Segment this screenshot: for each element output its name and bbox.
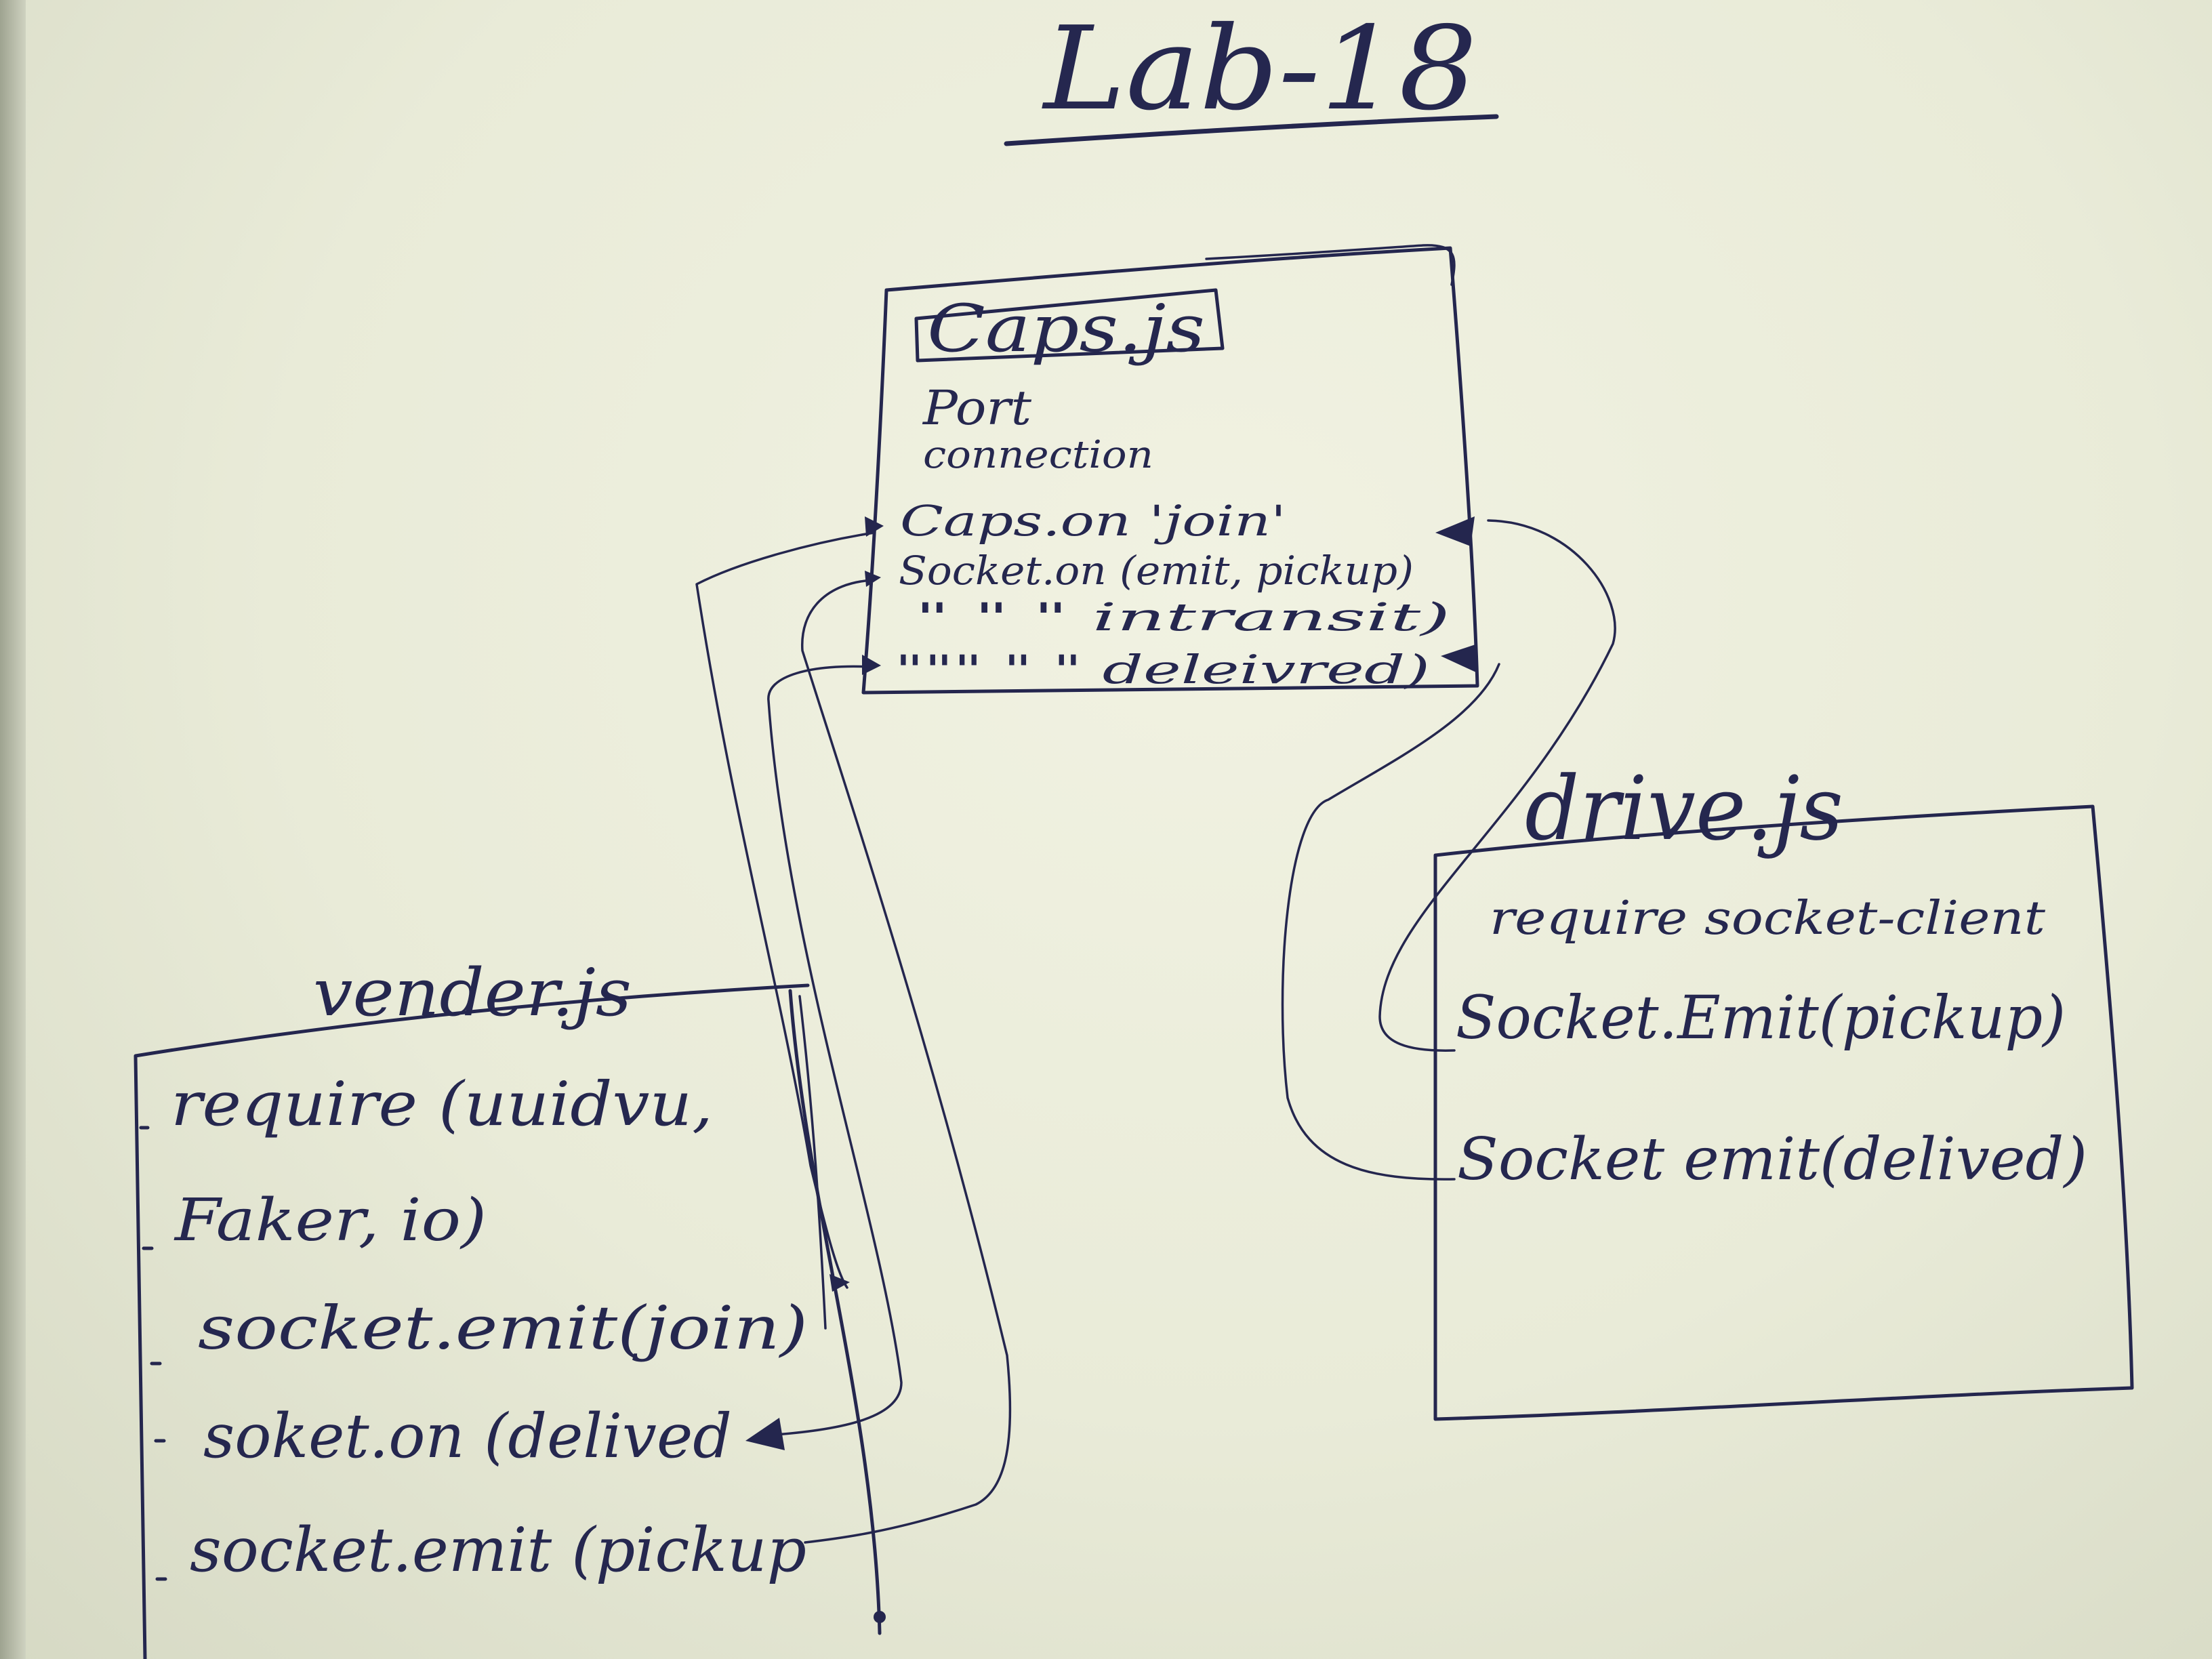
driver-line-emit-delivered: Socket emit(delived) <box>1457 1126 2087 1193</box>
connectors <box>695 244 1616 1544</box>
arrowhead-caps-join <box>865 516 884 537</box>
vendor-bullet-marks <box>139 1126 167 1581</box>
caps-line-intransit: " " " intransit) <box>915 596 1450 640</box>
vendor-inner-line <box>798 995 827 1330</box>
vendor-line-emit-join: socket.emit(join) <box>198 1293 808 1363</box>
caps-box-border <box>861 246 1479 695</box>
driver-box-border <box>1433 804 2134 1421</box>
caps-line-delivered: """ " " deleivred) <box>895 647 1430 693</box>
caps-box: Caps.js Port connection Caps.on 'join' S… <box>861 246 1479 695</box>
caps-title: Caps.js <box>927 291 1205 367</box>
vendor-box: vender.js require (uuidvu, Faker, io) so… <box>134 955 882 1659</box>
connector-top-loop <box>1205 244 1456 286</box>
arrowhead-caps-pickup-right <box>1435 516 1475 546</box>
arrowhead-vendor-join <box>830 1274 850 1292</box>
connector-pickup <box>801 579 1012 1544</box>
driver-line-require: require socket-client <box>1490 892 2046 945</box>
paper-edge <box>0 0 26 1659</box>
driver-box: drive.js require socket-client Socket.Em… <box>1433 757 2134 1421</box>
vendor-title: vender.js <box>313 955 632 1031</box>
connector-join <box>695 531 876 1289</box>
caps-title-frame <box>914 288 1225 363</box>
vendor-box-border <box>134 983 882 1659</box>
diagram-title: Lab-18 <box>1042 2 1477 136</box>
connector-delivered-vendor <box>764 665 903 1437</box>
connector-driver-delivered <box>1281 663 1500 1181</box>
driver-line-emit-pickup: Socket.Emit(pickup) <box>1456 983 2066 1052</box>
vendor-line-emit-pickup: socket.emit (pickup <box>190 1515 806 1586</box>
arrowheads <box>745 516 1477 1623</box>
vendor-box-corner-dot <box>874 1611 886 1623</box>
arrowhead-caps-pickup-left <box>865 571 881 587</box>
caps-line-pickup: Socket.on (emit, pickup) <box>899 548 1414 594</box>
caps-line-join: Caps.on 'join' <box>900 496 1286 546</box>
vendor-line-on-delivered: soket.on (delived <box>203 1401 732 1472</box>
caps-line-port: Port <box>922 380 1032 436</box>
title-underline <box>1004 114 1499 146</box>
arrowhead-caps-delivered-left <box>862 655 881 675</box>
vendor-line-require: require (uuidvu, <box>171 1069 713 1140</box>
arrowhead-caps-delivered-right <box>1441 644 1477 672</box>
vendor-line-faker: Faker, io) <box>173 1187 487 1254</box>
driver-title: drive.js <box>1525 757 1843 860</box>
connector-driver-pickup <box>1378 519 1616 1052</box>
caps-line-connection: connection <box>923 433 1153 477</box>
arrowhead-vendor-delivered <box>745 1418 785 1450</box>
